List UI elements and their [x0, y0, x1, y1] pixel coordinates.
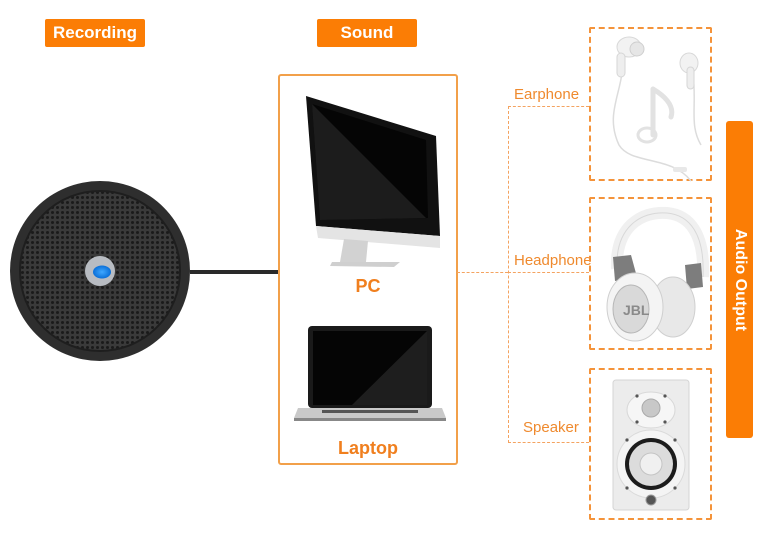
connector-main — [457, 272, 508, 273]
connector-earphone — [508, 106, 589, 107]
earphone-box — [589, 27, 712, 182]
headphone-icon: JBL — [606, 206, 710, 342]
connector-headphone — [508, 272, 589, 273]
audio-output-label: Audio Output — [731, 228, 749, 331]
connector-trunk — [508, 106, 509, 443]
earphone-label: Earphone — [514, 86, 580, 103]
sound-tag: Sound — [317, 19, 417, 47]
earphone-icon — [612, 36, 702, 182]
laptop-icon — [294, 326, 446, 421]
pc-label: PC — [355, 276, 381, 296]
headphone-box: JBL — [589, 197, 712, 350]
laptop-label: Laptop — [338, 438, 398, 458]
audio-output-bar: Audio Output — [726, 121, 753, 438]
speaker-icon — [612, 379, 690, 511]
svg-text:JBL: JBL — [623, 302, 650, 318]
speaker-label: Speaker — [523, 419, 579, 436]
recording-tag: Recording — [45, 19, 145, 47]
desktop-computer-icon — [306, 96, 440, 267]
sound-devices-box: PC Laptop — [278, 74, 458, 465]
speaker-box — [589, 368, 712, 520]
headphone-label: Headphone — [514, 252, 592, 269]
connector-speaker — [508, 442, 589, 443]
